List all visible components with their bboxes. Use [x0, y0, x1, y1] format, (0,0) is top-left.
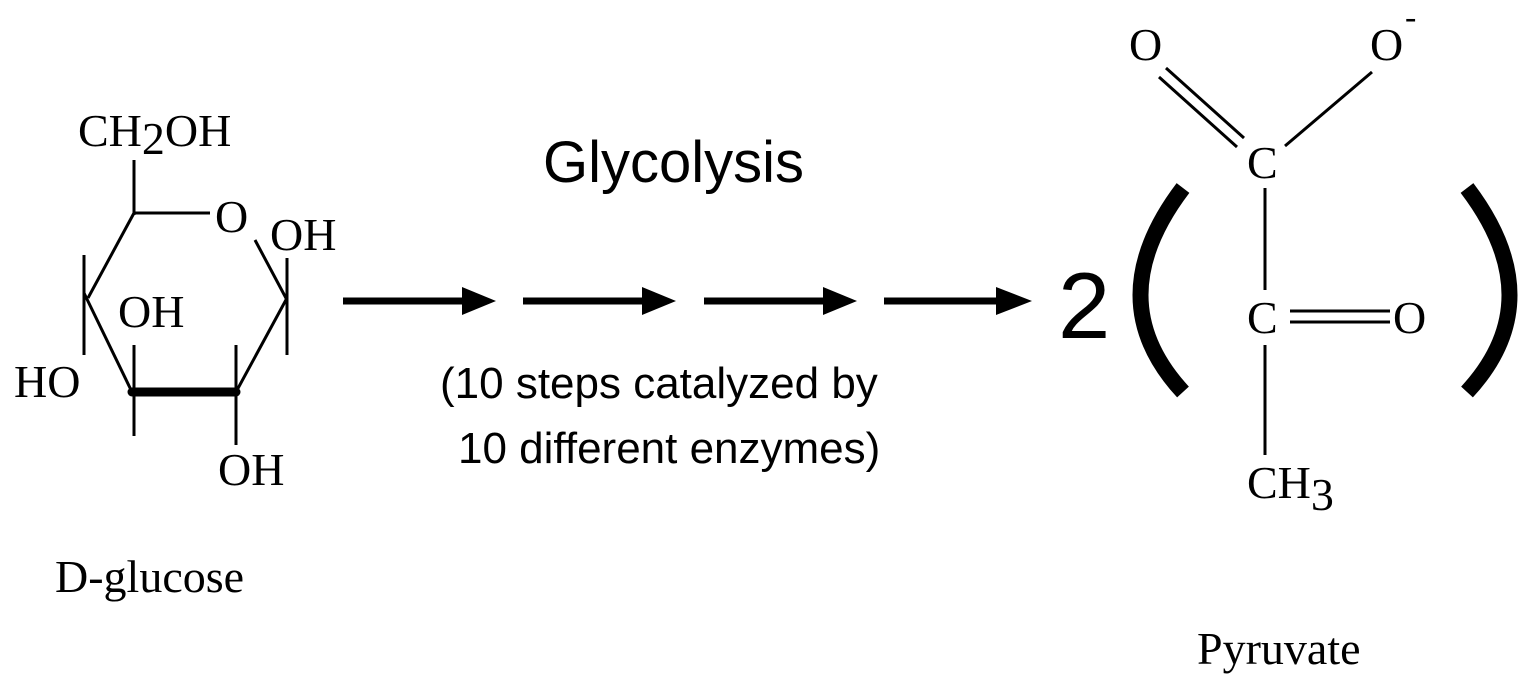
c4-c3-bond: [82, 292, 134, 393]
pyruvate-structure: 2 ( ) O O - C C O CH3 Pyruvate: [1058, 0, 1518, 674]
stoichiometric-coefficient: 2: [1058, 253, 1110, 358]
pyruvate-name: Pyruvate: [1197, 623, 1361, 674]
negative-charge-label: -: [1405, 0, 1416, 36]
glucose-structure: CH2OH O OH OH HO OH D-glucose: [14, 105, 336, 602]
keto-carbon-label: C: [1247, 292, 1278, 343]
c2-c1-bond: [234, 297, 289, 393]
process-note-line1: (10 steps catalyzed by: [440, 359, 878, 408]
open-parenthesis: [1132, 183, 1190, 398]
process-note-line2: 10 different enzymes): [458, 424, 880, 473]
glucose-ch2oh-label: CH2OH: [78, 105, 231, 164]
close-parenthesis: [1460, 183, 1518, 398]
keto-oxygen-label: O: [1393, 292, 1426, 343]
c4-oh-label: OH: [218, 444, 284, 495]
arrow-2: [523, 287, 676, 315]
arrow-4: [884, 287, 1032, 315]
c2-oh-label: OH: [118, 286, 184, 337]
o-c1-bond: [253, 239, 289, 301]
carboxylate-oxygen-label: O: [1370, 19, 1403, 70]
ring-oxygen-label: O: [215, 191, 248, 242]
carboxylate-single-bond: [1284, 70, 1373, 148]
carbonyl-oxygen-label: O: [1129, 19, 1162, 70]
arrow-1: [343, 287, 496, 315]
glucose-name: D-glucose: [55, 551, 244, 602]
arrow-3: [704, 287, 857, 315]
c5-c4-bond: [86, 212, 136, 299]
methyl-label: CH3: [1247, 457, 1334, 520]
glycolysis-process: Glycolysis (10 steps catalyzed by 10 dif…: [343, 130, 1032, 473]
carbonyl-double-bond-2: [1157, 75, 1239, 149]
glycolysis-title: Glycolysis: [543, 130, 804, 195]
carbonyl-double-bond-1: [1164, 66, 1246, 140]
c1-oh-label: OH: [270, 209, 336, 260]
c3-ho-label: HO: [14, 356, 80, 407]
carboxyl-carbon-label: C: [1247, 137, 1278, 188]
